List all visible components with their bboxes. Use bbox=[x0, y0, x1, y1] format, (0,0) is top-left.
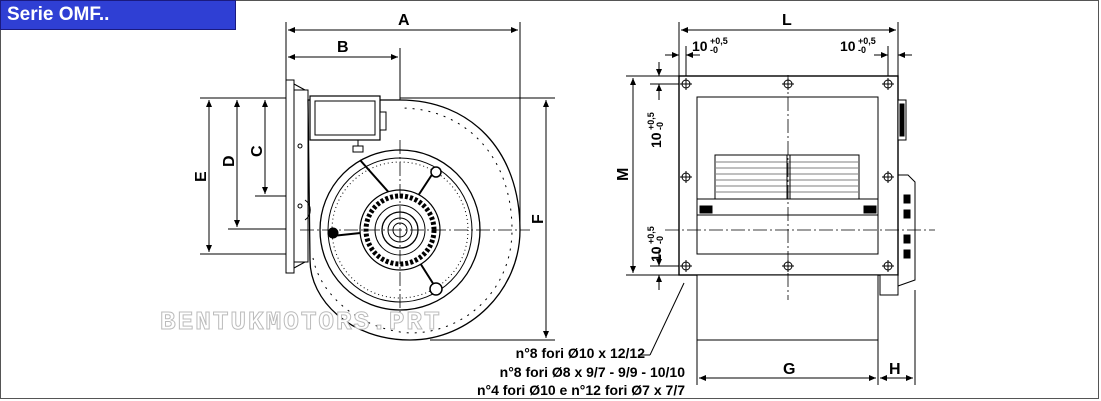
series-title: Serie OMF.. bbox=[7, 4, 110, 25]
tolerance-upper: +0,5 bbox=[858, 36, 876, 46]
dimension-f-label: F bbox=[530, 214, 547, 224]
tolerance-lower: -0 bbox=[655, 236, 665, 244]
dimension-h-label: H bbox=[889, 361, 901, 378]
series-title-box: Serie OMF.. bbox=[0, 0, 236, 30]
watermark-text: BENTUKMOTORS.PRT bbox=[160, 307, 442, 338]
front-view bbox=[626, 22, 935, 385]
note-line-1: n°8 fori Ø10 x 12/12 bbox=[515, 345, 645, 361]
dimension-e-label: E bbox=[193, 171, 210, 182]
dimension-a-label: A bbox=[398, 12, 410, 29]
tolerance-base: 10 bbox=[840, 38, 856, 54]
tolerance-lower: -0 bbox=[710, 45, 718, 55]
side-view bbox=[200, 22, 555, 341]
dimension-m-label: M bbox=[615, 168, 632, 181]
note-line-3: n°4 fori Ø10 e n°12 fori Ø7 x 7/7 bbox=[476, 382, 685, 398]
tolerance-left-top: 10 +0,5 -0 bbox=[646, 112, 665, 148]
dimension-b-label: B bbox=[337, 39, 349, 56]
note-line-2: n°8 fori Ø8 x 9/7 - 9/9 - 10/10 bbox=[499, 364, 685, 380]
tolerance-lower: -0 bbox=[858, 45, 866, 55]
tolerance-lower: -0 bbox=[655, 122, 665, 130]
tolerance-top-right: 10 +0,5 -0 bbox=[840, 36, 876, 55]
tolerance-left-bottom: 10 +0,5 -0 bbox=[646, 226, 665, 262]
dimension-d-label: D bbox=[221, 155, 238, 167]
tolerance-upper: +0,5 bbox=[710, 36, 728, 46]
tolerance-top-left: 10 +0,5 -0 bbox=[692, 36, 728, 55]
dimension-l-label: L bbox=[782, 12, 792, 29]
tolerance-upper: +0,5 bbox=[646, 112, 656, 130]
tolerance-base: 10 bbox=[648, 246, 664, 262]
dimension-g-label: G bbox=[783, 361, 795, 378]
tolerance-base: 10 bbox=[692, 38, 708, 54]
tolerance-base: 10 bbox=[648, 132, 664, 148]
dimension-c-label: C bbox=[249, 145, 266, 157]
tolerance-upper: +0,5 bbox=[646, 226, 656, 244]
